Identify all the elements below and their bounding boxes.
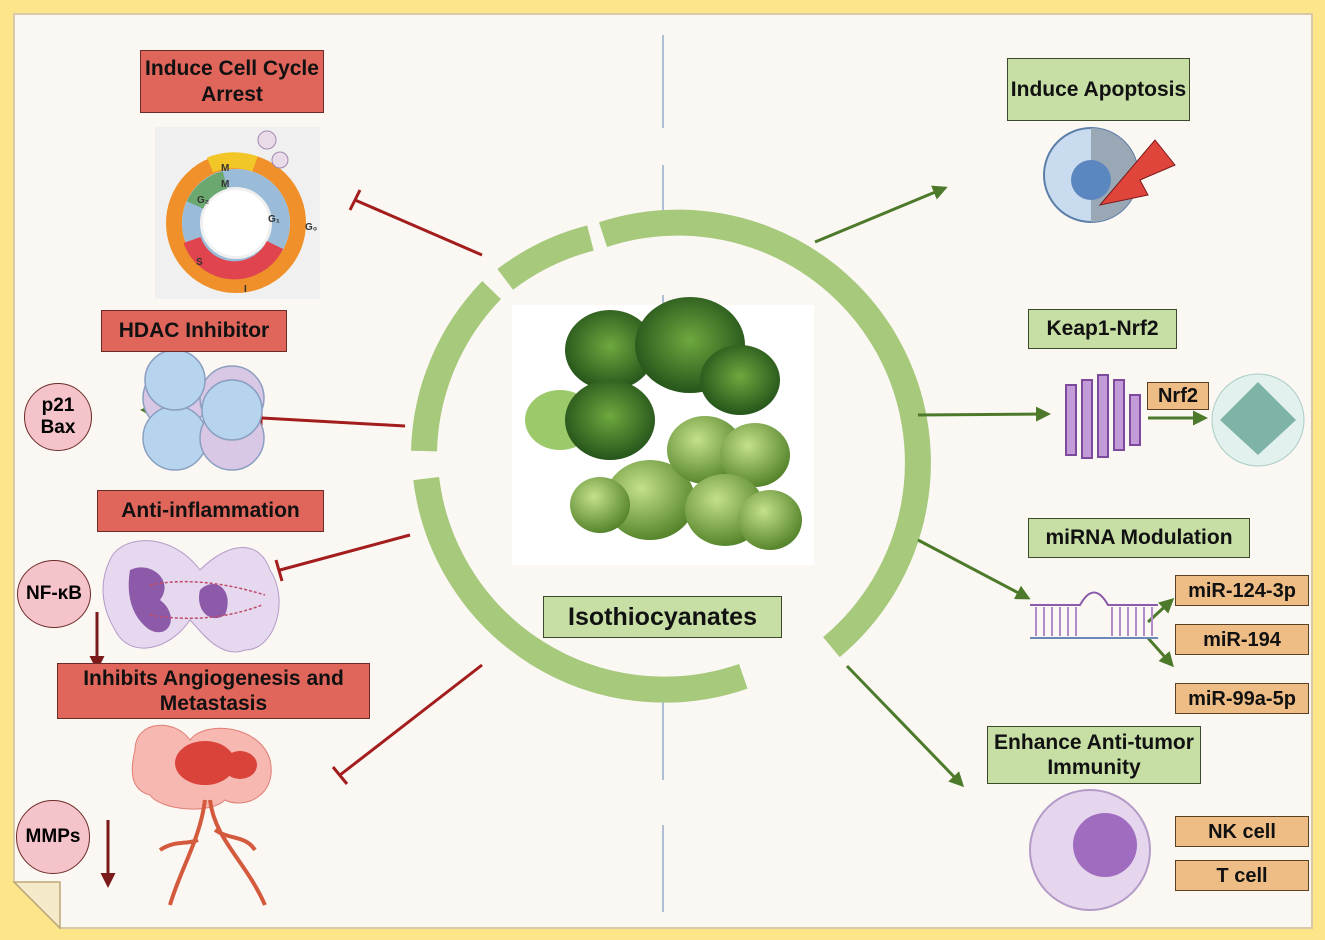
phase-s: S — [196, 257, 203, 268]
keap1-protein-icon — [1065, 374, 1141, 459]
immune-cell-icon — [1029, 789, 1151, 911]
hdac-targets: p21 Bax — [24, 383, 92, 451]
ring-segment-left — [411, 281, 502, 452]
mirna-title: miRNA Modulation — [1028, 518, 1250, 558]
nk-cell-label: NK cell — [1175, 816, 1309, 847]
angiogenesis-title: Inhibits Angiogenesis and Metastasis — [57, 663, 370, 719]
ring-segment-top — [598, 209, 931, 658]
activate-arrows — [140, 185, 1208, 788]
mirna-hairpin-icon — [1030, 591, 1158, 639]
mmps-target: MMPs — [16, 800, 90, 874]
vegetables-image — [512, 297, 814, 565]
mirna-item-2: miR-194 — [1175, 624, 1309, 655]
phase-g2: G₂ — [197, 195, 209, 206]
inhibit-arrows — [259, 189, 483, 785]
mirna-item-3: miR-99a-5p — [1175, 683, 1309, 714]
down-arrows — [89, 612, 116, 888]
ring — [411, 209, 931, 703]
phase-m-outer: M — [221, 163, 229, 174]
angiogenesis-cell-icon — [131, 724, 272, 906]
target-bax: Bax — [40, 417, 76, 438]
ring-segment-bottom — [413, 477, 748, 703]
nucleus-icon — [1211, 373, 1305, 467]
hdac-complex-icon — [142, 349, 265, 471]
phase-m-inner: M — [221, 179, 229, 190]
apoptosis-cell-icon — [1043, 127, 1176, 223]
keap1-title: Keap1-Nrf2 — [1028, 309, 1177, 349]
inflammation-title: Anti-inflammation — [97, 490, 324, 532]
inflammation-cell-icon — [102, 540, 280, 653]
folded-corner — [12, 881, 61, 930]
nrf2-target: Nrf2 — [1147, 382, 1209, 410]
target-p21: p21 — [41, 395, 75, 417]
phase-i: I — [244, 284, 247, 295]
center-title: Isothiocyanates — [543, 596, 782, 638]
t-cell-label: T cell — [1175, 860, 1309, 891]
mirna-item-1: miR-124-3p — [1175, 575, 1309, 606]
cell-cycle-diagram: M M G₂ G₁ G₀ S I — [155, 127, 320, 299]
nfkb-target: NF-κB — [17, 560, 91, 628]
immunity-title: Enhance Anti-tumor Immunity — [987, 726, 1201, 784]
apoptosis-title: Induce Apoptosis — [1007, 58, 1190, 121]
hdac-title: HDAC Inhibitor — [101, 310, 287, 352]
ring-segment-topleft — [497, 225, 594, 290]
cell-cycle-title: Induce Cell Cycle Arrest — [140, 50, 324, 113]
phase-g0: G₀ — [305, 222, 317, 233]
phase-g1: G₁ — [268, 214, 280, 225]
